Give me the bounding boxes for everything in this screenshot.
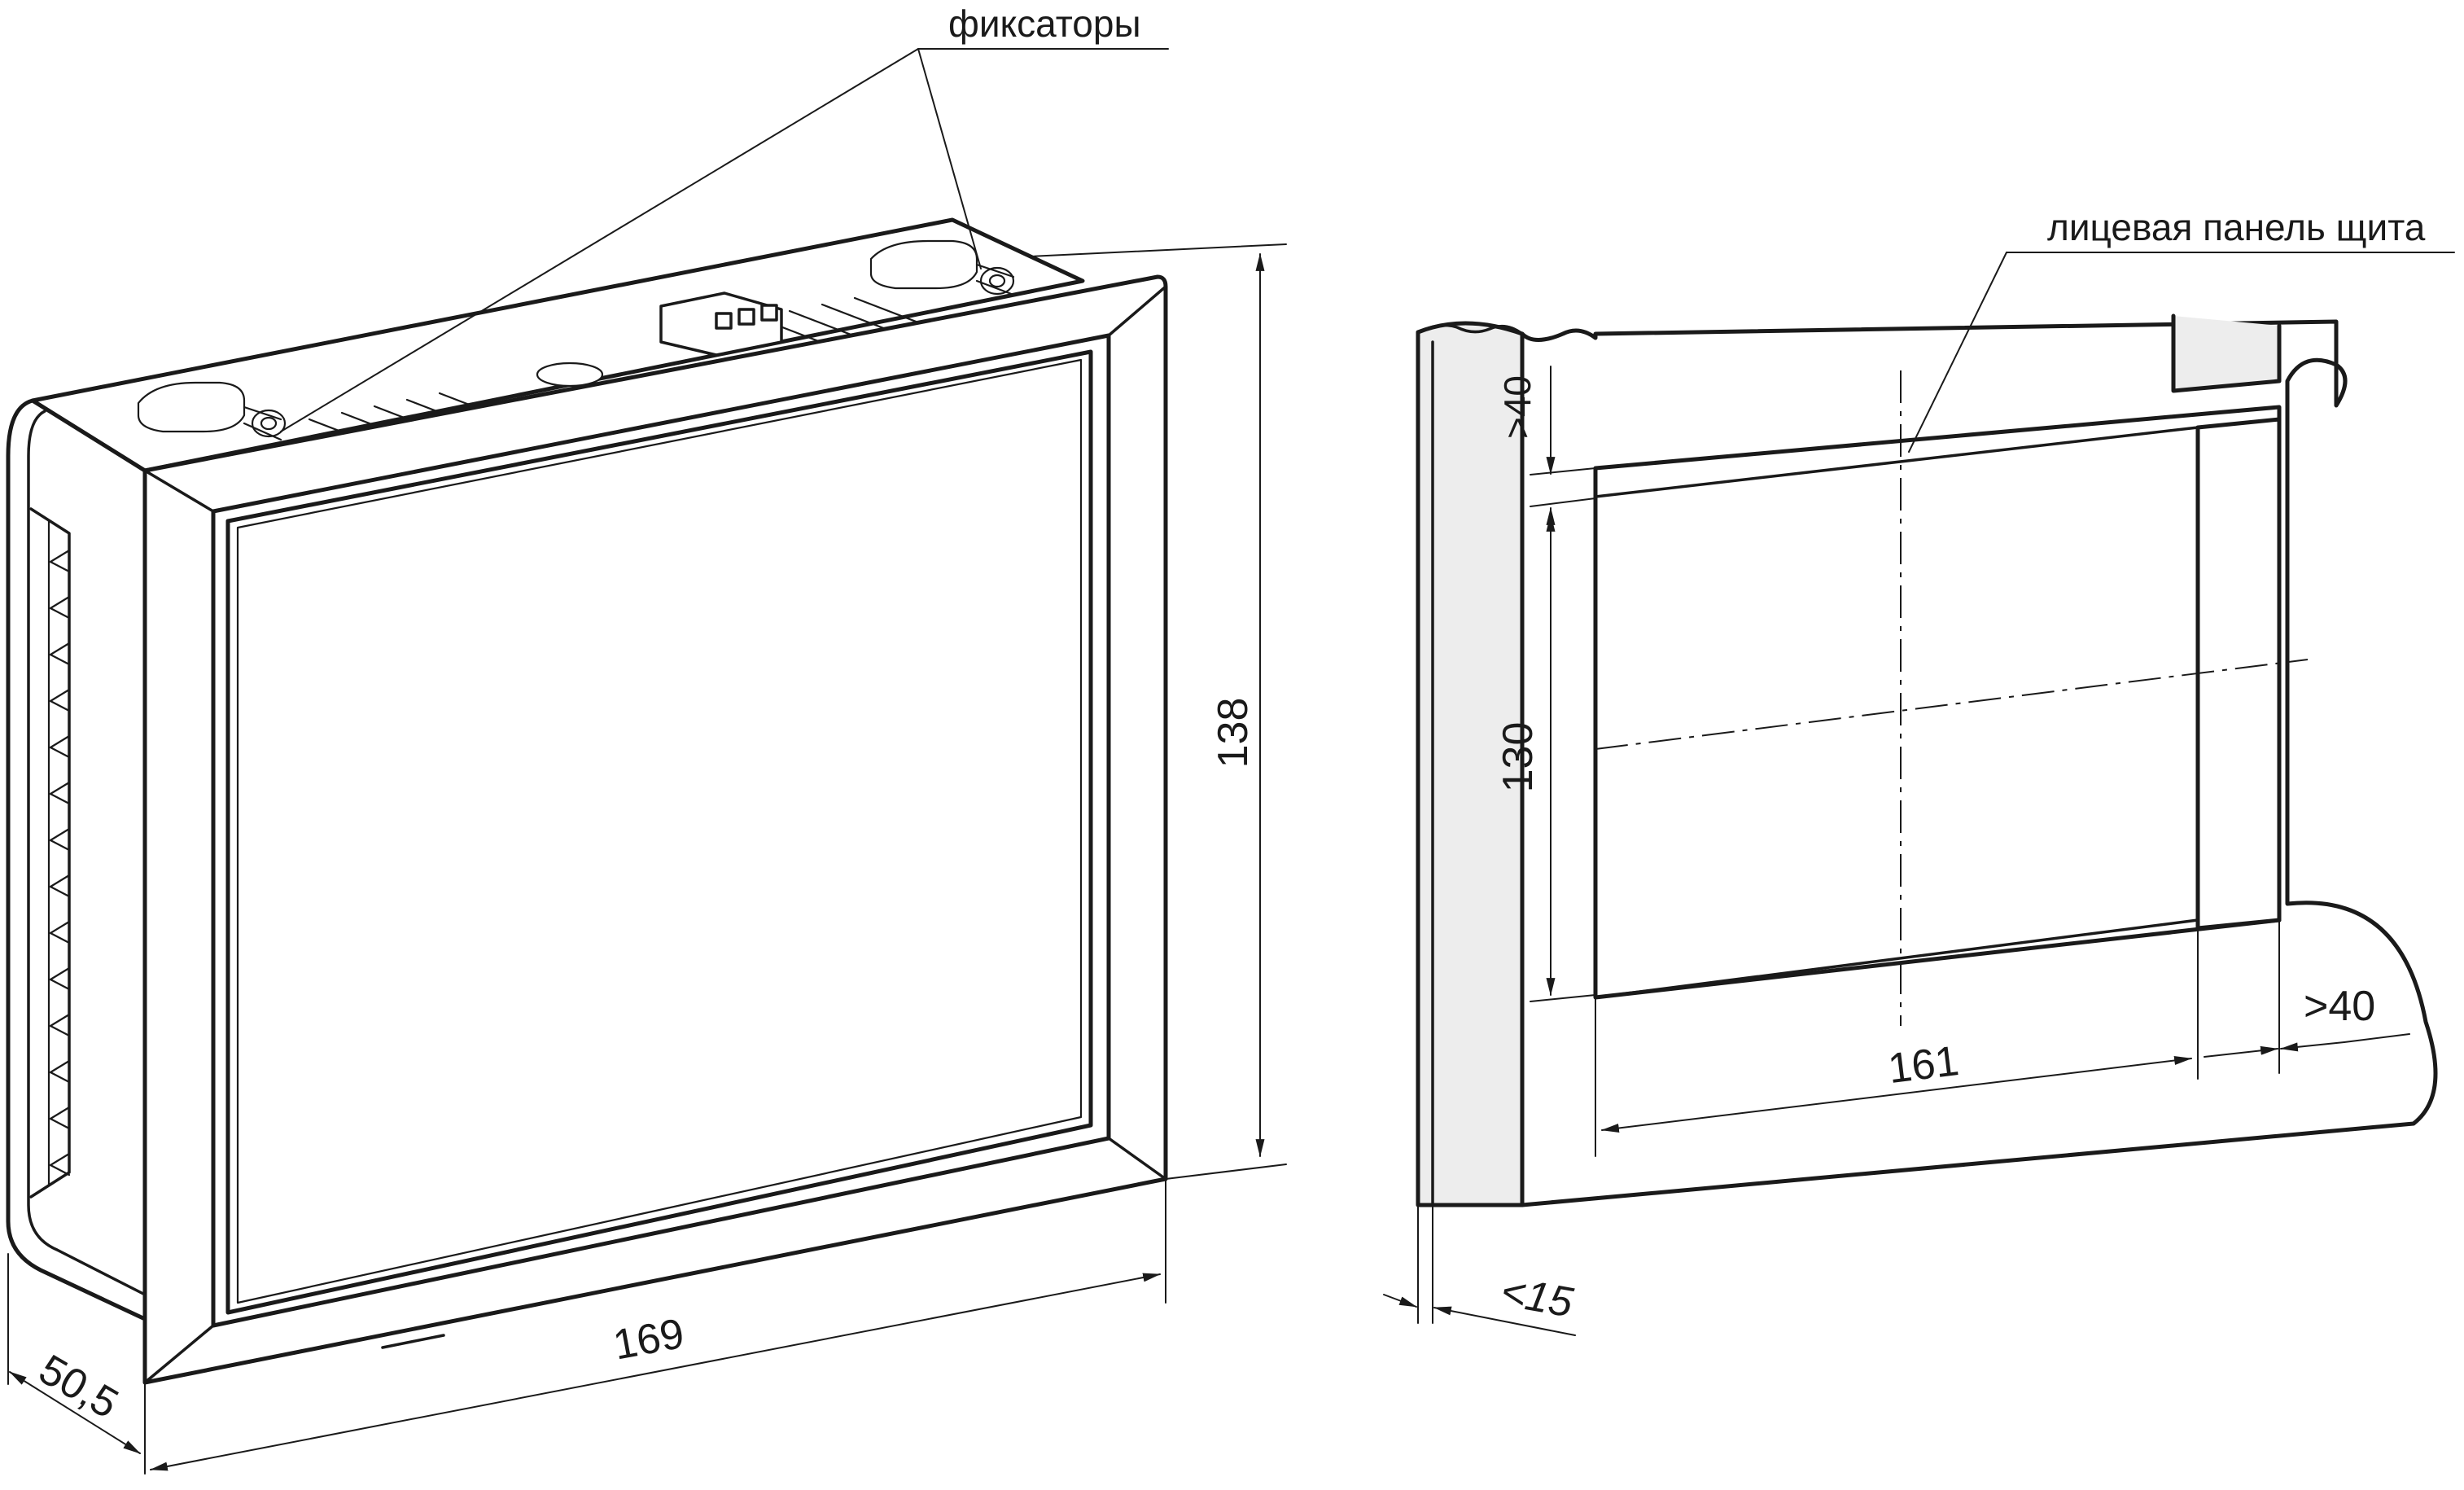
side-vent-slot (49, 734, 71, 759)
dim-50-5 (7, 1253, 141, 1454)
panel-right-post (2195, 417, 2282, 931)
side-vent-slot (49, 874, 71, 898)
panel-left-edge-top (1416, 323, 1524, 335)
dim-right-40 (2204, 919, 2410, 1074)
device-top-connector (659, 291, 783, 357)
device-side-contour (27, 410, 147, 1296)
side-vent-slot (49, 920, 71, 944)
panel-right-post-top (2171, 313, 2282, 393)
front-panel-label: лицевая панель щита (2047, 206, 2426, 248)
latches-leader (280, 48, 1169, 432)
dim-max-15 (1383, 1204, 1576, 1336)
device-side-face (6, 398, 147, 1321)
dim-138-label: 138 (1210, 698, 1257, 769)
dim-138 (1029, 243, 1287, 1180)
side-vent-slot (49, 1059, 71, 1084)
dim-top-40-label: >40 (1496, 375, 1538, 439)
device-bottom-notch (381, 1334, 445, 1349)
device-screen (225, 349, 1093, 1315)
dim-130-label: 130 (1495, 722, 1542, 793)
latch-right (869, 239, 1015, 296)
side-vent-slot (49, 595, 71, 620)
latches-label: фиксаторы (948, 2, 1141, 45)
device-bezel-chamfer (143, 285, 1167, 1384)
dim-169 (144, 1178, 1166, 1475)
device-top-screw (536, 362, 604, 388)
side-vent-slot (49, 642, 71, 666)
device-side-vent-column (29, 507, 71, 1199)
device-side-vents (49, 549, 71, 1177)
cutout-centerline-h (1595, 659, 2309, 750)
side-vent-slot (49, 1152, 71, 1177)
side-vent-slot (49, 688, 71, 712)
panel-cutout (1593, 405, 2282, 1000)
dim-right-40-label: >40 (2304, 983, 2375, 1030)
dim-130 (1530, 513, 1596, 1002)
device-bezel-inner (211, 333, 1111, 1328)
panel-cutout-view: лицевая панель щита >40 130 161 (1383, 206, 2455, 1336)
side-vent-slot (49, 827, 71, 852)
dim-161-label: 161 (1885, 1037, 1961, 1093)
front-panel-leader (1908, 252, 2455, 453)
side-vent-slot (49, 781, 71, 805)
side-vent-slot (49, 1106, 71, 1130)
side-vent-slot (49, 549, 71, 573)
device-screen-inner (236, 358, 1083, 1304)
dim-161 (1595, 927, 2199, 1157)
side-vent-slot (49, 966, 71, 991)
dim-169-label: 169 (610, 1310, 688, 1369)
device-view: фиксаторы 138 169 50,5 (6, 2, 1287, 1475)
latch-left (137, 381, 287, 441)
side-vent-slot (49, 1013, 71, 1037)
dim-max-15-label: <15 (1497, 1268, 1577, 1327)
